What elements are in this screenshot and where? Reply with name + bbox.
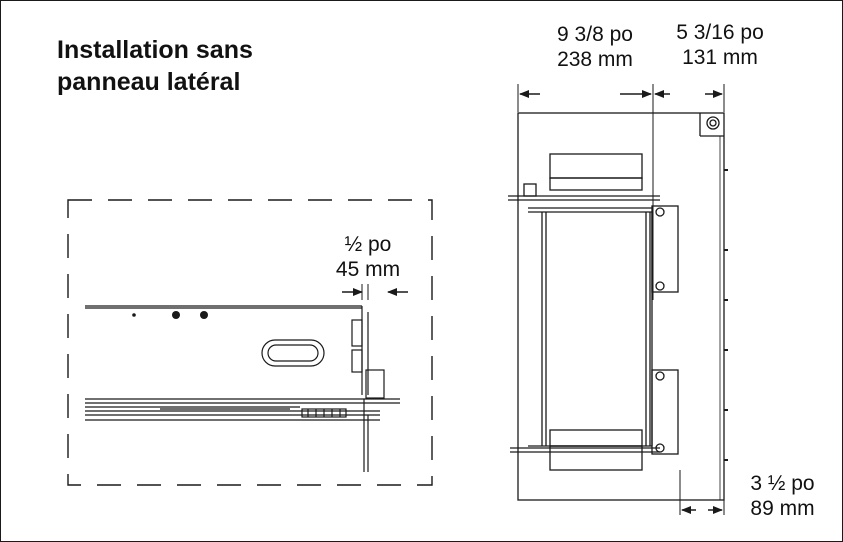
title-line-1: Installation sans bbox=[57, 36, 253, 64]
dim-label-top-right: 5 3/16 po 131 mm bbox=[660, 20, 780, 70]
dim-top-arrows bbox=[517, 84, 725, 300]
dim-side-gap-arrows bbox=[342, 284, 408, 300]
dim-top-left-imperial: 9 3/8 po bbox=[557, 23, 633, 46]
dashed-opening-outline bbox=[67, 199, 433, 486]
dim-label-bottom-right: 3 ½ po 89 mm bbox=[735, 471, 830, 521]
dim-bottom-right-imperial: 3 ½ po bbox=[750, 472, 815, 495]
dim-top-right-metric: 131 mm bbox=[682, 46, 758, 69]
title-line-2: panneau latéral bbox=[57, 68, 241, 96]
top-view-unit bbox=[508, 112, 725, 501]
dim-bottom-right-arrows bbox=[679, 470, 725, 515]
dim-side-gap-imperial: ½ po bbox=[344, 233, 392, 256]
dim-side-gap-metric: 45 mm bbox=[335, 258, 401, 281]
dim-bottom-right-metric: 89 mm bbox=[750, 497, 815, 520]
dim-top-left-metric: 238 mm bbox=[557, 48, 633, 71]
tick-marks bbox=[724, 169, 728, 461]
screw-dot bbox=[132, 313, 136, 317]
handle-slot bbox=[261, 339, 325, 367]
dim-label-top-left: 9 3/8 po 238 mm bbox=[540, 22, 650, 72]
dim-label-side-gap: ½ po 45 mm bbox=[322, 232, 414, 282]
bolt-head bbox=[200, 311, 208, 319]
dim-top-right-imperial: 5 3/16 po bbox=[676, 21, 764, 44]
side-view-unit bbox=[85, 305, 400, 472]
diagram-title: Installation sans panneau latéral bbox=[57, 34, 253, 98]
bolt-head bbox=[172, 311, 180, 319]
